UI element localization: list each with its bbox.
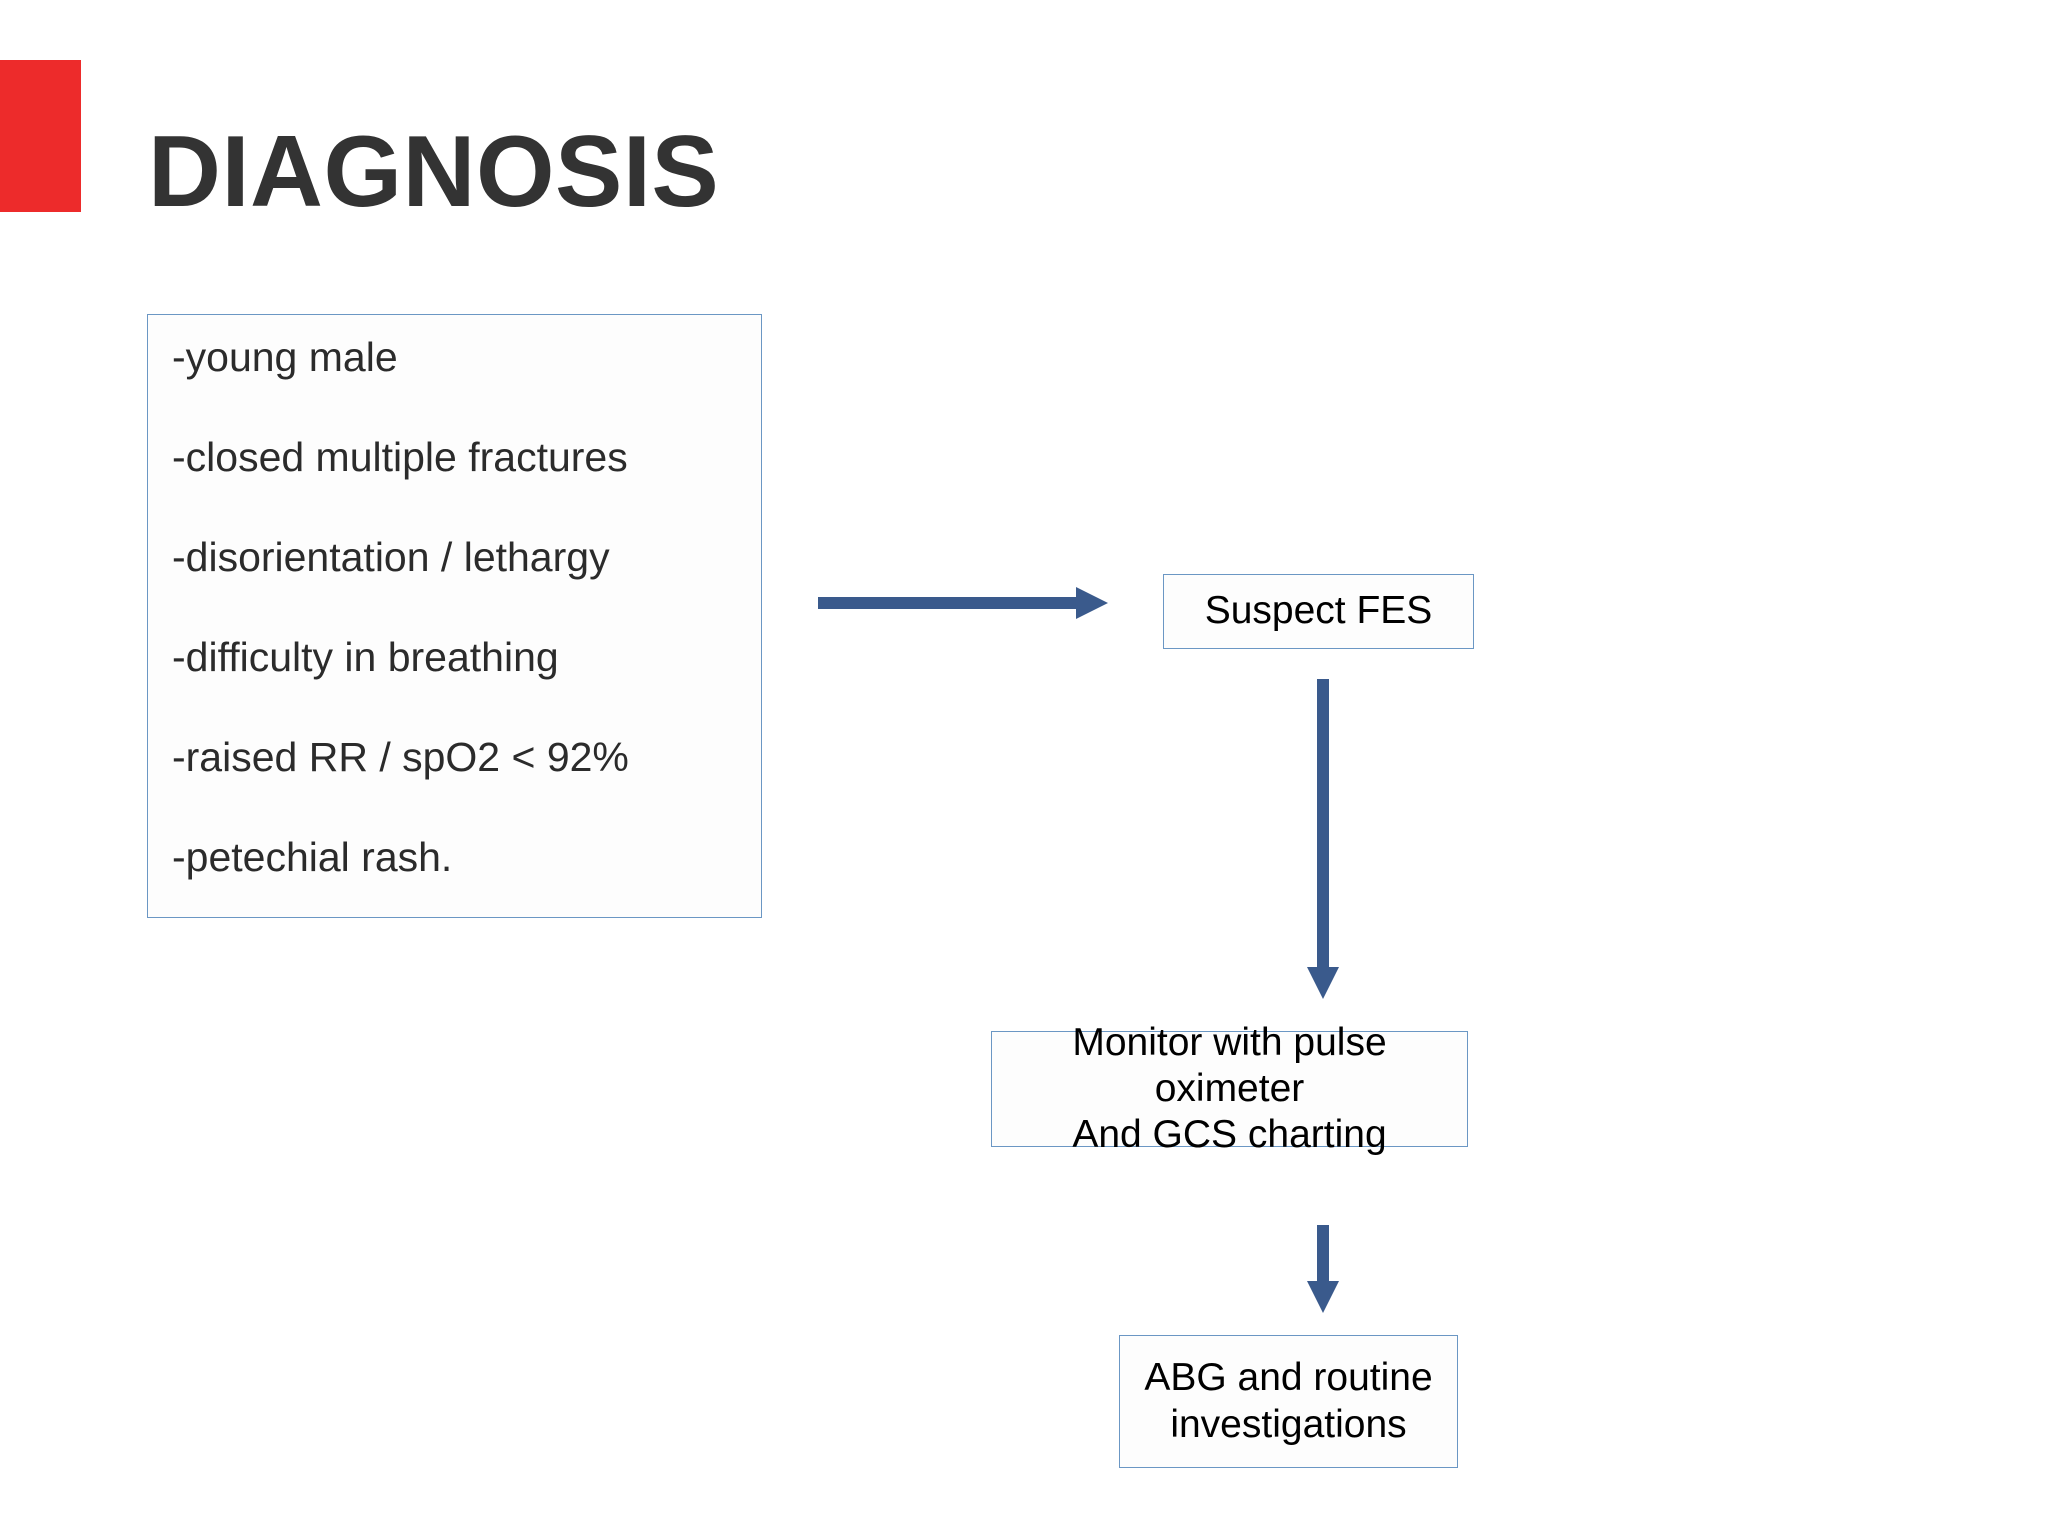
list-item: -disorientation / lethargy (172, 534, 610, 580)
list-item: -difficulty in breathing (172, 634, 559, 680)
flow-node-label-line1: ABG and routine (1144, 1356, 1433, 1400)
clinical-findings-list: -young male -closed multiple fractures -… (172, 337, 751, 878)
flow-node-label-line2: investigations (1170, 1402, 1407, 1446)
flow-node-suspect-fes: Suspect FES (1163, 574, 1474, 649)
arrow-down-icon (1307, 679, 1339, 999)
arrow-down-icon (1307, 1225, 1339, 1313)
clinical-findings-box: -young male -closed multiple fractures -… (147, 314, 762, 918)
list-item: -young male (172, 334, 398, 380)
flow-node-label-line1: Monitor with pulse oximeter (1072, 1020, 1387, 1110)
flow-node-label: Suspect FES (1204, 589, 1433, 633)
flow-node-label: Monitor with pulse oximeter And GCS char… (992, 1020, 1467, 1158)
red-accent-bar (0, 60, 81, 212)
list-item: -closed multiple fractures (172, 434, 628, 480)
flow-node-label-line2: And GCS charting (1072, 1113, 1387, 1157)
flow-node-monitor: Monitor with pulse oximeter And GCS char… (991, 1021, 1468, 1156)
flow-node-label: ABG and routine investigations (1136, 1355, 1440, 1447)
flow-node-abg: ABG and routine investigations (1119, 1335, 1458, 1468)
arrow-right-icon (818, 587, 1108, 619)
page-title: DIAGNOSIS (148, 116, 720, 228)
list-item: -petechial rash. (172, 834, 453, 880)
list-item: -raised RR / spO2 < 92% (172, 734, 629, 780)
